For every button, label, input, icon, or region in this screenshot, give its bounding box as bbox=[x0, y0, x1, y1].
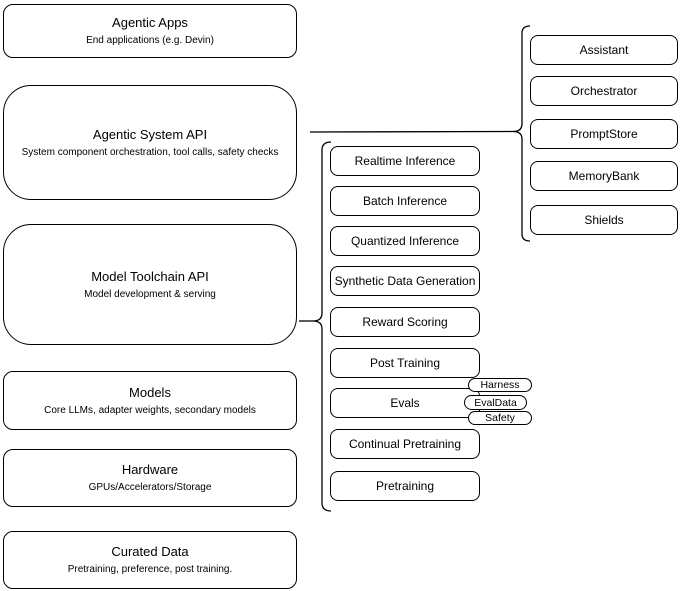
pill-safety: Safety bbox=[468, 411, 532, 425]
box-quantized-inference: Quantized Inference bbox=[330, 226, 480, 256]
box-pretraining: Pretraining bbox=[330, 471, 480, 501]
box-model-toolchain-api: Model Toolchain API Model development & … bbox=[3, 224, 297, 345]
box-subtitle: GPUs/Accelerators/Storage bbox=[88, 482, 212, 493]
box-evals: Evals bbox=[330, 388, 480, 418]
box-agentic-system-api: Agentic System API System component orch… bbox=[3, 85, 297, 200]
brace-right-column bbox=[512, 25, 531, 242]
box-subtitle: Pretraining, preference, post training. bbox=[67, 564, 233, 575]
box-promptstore: PromptStore bbox=[530, 119, 678, 149]
box-synthetic-data-generation: Synthetic Data Generation bbox=[330, 266, 480, 296]
box-title: Agentic System API bbox=[92, 126, 208, 142]
box-subtitle: End applications (e.g. Devin) bbox=[86, 35, 214, 46]
box-curated-data: Curated Data Pretraining, preference, po… bbox=[3, 531, 297, 589]
box-agentic-apps: Agentic Apps End applications (e.g. Devi… bbox=[3, 4, 297, 58]
box-orchestrator: Orchestrator bbox=[530, 76, 678, 106]
box-reward-scoring: Reward Scoring bbox=[330, 307, 480, 337]
box-title: Agentic Apps bbox=[112, 15, 188, 30]
box-memorybank: MemoryBank bbox=[530, 161, 678, 191]
box-hardware: Hardware GPUs/Accelerators/Storage bbox=[3, 449, 297, 507]
box-title: Curated Data bbox=[111, 544, 189, 559]
box-realtime-inference: Realtime Inference bbox=[330, 146, 480, 176]
brace-middle-column bbox=[312, 141, 332, 512]
box-models: Models Core LLMs, adapter weights, secon… bbox=[3, 371, 297, 430]
connector-system-api-to-right-brace bbox=[309, 130, 514, 133]
box-shields: Shields bbox=[530, 205, 678, 235]
box-post-training: Post Training bbox=[330, 348, 480, 378]
box-subtitle: Model development & serving bbox=[84, 288, 216, 300]
box-continual-pretraining: Continual Pretraining bbox=[330, 429, 480, 459]
box-subtitle: Core LLMs, adapter weights, secondary mo… bbox=[44, 404, 256, 416]
box-title: Model Toolchain API bbox=[91, 268, 209, 284]
pill-harness: Harness bbox=[468, 378, 532, 392]
box-batch-inference: Batch Inference bbox=[330, 186, 480, 216]
box-subtitle: System component orchestration, tool cal… bbox=[21, 146, 279, 158]
pill-evaldata: EvalData bbox=[464, 395, 527, 410]
box-title: Hardware bbox=[121, 462, 179, 477]
box-title: Models bbox=[129, 384, 171, 400]
box-assistant: Assistant bbox=[530, 35, 678, 65]
